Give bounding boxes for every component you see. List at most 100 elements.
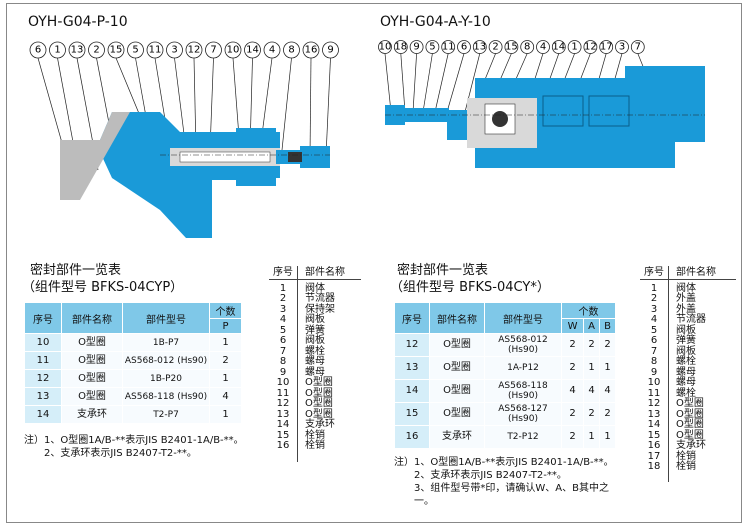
- part-number: 4: [279, 314, 287, 325]
- table-cell: 1: [209, 369, 242, 388]
- left-callout-label: 16: [305, 45, 318, 56]
- part-number: 12: [276, 398, 290, 409]
- table-cell: 1B-P7: [122, 333, 210, 352]
- part-number: 3: [650, 303, 658, 315]
- left-callout-label: 2: [93, 45, 99, 56]
- table-cell: AS568-118 (Hs90): [122, 387, 210, 406]
- left-callout-circle: [302, 41, 320, 59]
- table-cell: AS568-127 (Hs90): [484, 402, 562, 426]
- left-callout-circle: [263, 41, 281, 59]
- part-name: 螺栓: [676, 387, 696, 399]
- part-name: 螺栓: [676, 356, 696, 367]
- right-callout-circle: [378, 40, 392, 54]
- right-callout-label: 2: [492, 42, 498, 53]
- right-note-2: 2、支承环表示JIS B2407-T2-**。: [414, 470, 567, 481]
- left-table-heading: 密封部件一览表: [30, 263, 122, 278]
- right-note-3: 3、组件型号带*印，请确认W、A、B其中之: [414, 483, 609, 494]
- part-name: 螺栓: [305, 345, 325, 357]
- right-callout-circle: [441, 40, 456, 54]
- part-name: O型圈: [305, 408, 333, 420]
- left-callout-circle: [88, 41, 105, 59]
- left-callout-circle: [224, 41, 242, 59]
- parts-header-no: 序号: [644, 267, 664, 278]
- part-name: 栓销: [676, 450, 696, 462]
- table-cell: O型圈: [429, 356, 485, 380]
- right-callout-label: 13: [473, 42, 486, 53]
- left-callout-circle: [322, 41, 339, 59]
- part-number: 2: [650, 293, 658, 304]
- part-number: 18: [647, 461, 661, 472]
- table-cell: AS568-012 (Hs90): [122, 351, 210, 370]
- table-cell: O型圈: [61, 387, 123, 406]
- header-part-name: 部件名称: [429, 302, 485, 334]
- left-leader-line: [281, 57, 292, 151]
- table-cell: 4: [583, 379, 600, 403]
- part-number: 13: [647, 408, 661, 420]
- table-cell: O型圈: [429, 402, 485, 426]
- header-no: 序号: [24, 302, 62, 334]
- right-callout-label: 12: [584, 42, 597, 53]
- table-cell: O型圈: [61, 369, 123, 388]
- right-callout-circle: [472, 40, 487, 54]
- right-table-heading: 密封部件一览表: [397, 263, 489, 278]
- left-callout-label: 7: [210, 45, 216, 56]
- right-table-subheading: （组件型号 BFKS-04CY*）: [390, 280, 550, 295]
- left-leader-line: [309, 57, 312, 157]
- part-name: 栓销: [305, 440, 325, 451]
- part-name: O型圈: [676, 398, 704, 409]
- table-cell: 1: [599, 356, 616, 380]
- part-number: 4: [650, 314, 658, 325]
- part-name: 栓销: [305, 429, 325, 441]
- header-w: W: [560, 318, 585, 334]
- right-callout-circle: [520, 40, 535, 54]
- left-callout-label: 14: [246, 45, 259, 56]
- right-callout-label: 18: [394, 42, 407, 53]
- right-callout-label: 8: [524, 42, 530, 53]
- part-number: 15: [276, 429, 290, 441]
- left-callout-label: 5: [132, 45, 138, 56]
- part-name: O型圈: [305, 387, 333, 399]
- right-leader-line: [422, 53, 433, 113]
- table-cell: 12: [394, 333, 430, 357]
- table-cell: O型圈: [61, 333, 123, 352]
- left-valve-body: [60, 112, 330, 238]
- part-name: 阀板: [305, 335, 325, 346]
- header-quantity: 个数: [209, 302, 242, 319]
- right-callout-label: 11: [442, 42, 455, 53]
- left-note-1: 注）1、O型圈1A/B-**表示JIS B2401-1A/B-**。: [24, 435, 244, 446]
- right-callout-circle: [409, 40, 424, 54]
- left-callout-label: 8: [288, 45, 294, 56]
- left-callout-label: 11: [149, 45, 162, 56]
- table-cell: 4: [599, 379, 616, 403]
- left-callout-circle: [283, 41, 300, 59]
- left-callout-circle: [166, 41, 183, 59]
- table-cell: 4: [209, 387, 242, 406]
- left-callout-circle: [107, 41, 125, 59]
- part-number: 16: [276, 440, 290, 451]
- header-quantity: 个数: [561, 302, 616, 319]
- part-number: 10: [647, 377, 661, 388]
- parts-header-name: 部件名称: [305, 267, 345, 278]
- part-number: 11: [276, 387, 290, 399]
- table-cell: 2: [560, 333, 585, 357]
- part-number: 1: [650, 282, 658, 294]
- table-cell: 2: [560, 356, 585, 380]
- left-callout-circle: [244, 41, 261, 59]
- part-name: 弹簧: [676, 335, 696, 346]
- parts-header-no: 序号: [273, 267, 293, 278]
- header-p: P: [209, 318, 242, 334]
- part-number: 6: [279, 335, 287, 346]
- header-b: B: [599, 318, 616, 334]
- left-callout-label: 6: [35, 45, 41, 56]
- part-name: 螺母: [305, 366, 325, 378]
- table-cell: 2: [599, 333, 616, 357]
